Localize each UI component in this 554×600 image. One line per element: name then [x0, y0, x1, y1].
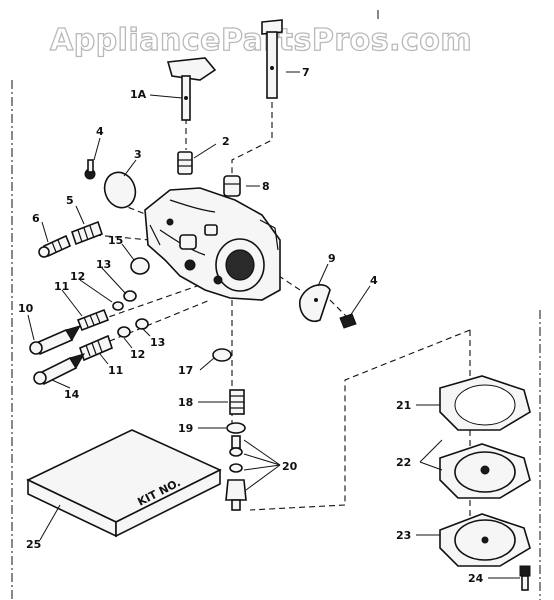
- part-10-needle-valve: [29, 325, 82, 356]
- guide-line-11: [99, 284, 201, 321]
- part-12a-o-ring: [112, 301, 124, 311]
- part-22-diaphragm: [439, 443, 531, 499]
- guide-line-7: [231, 92, 273, 180]
- part-5-spring: [70, 220, 104, 246]
- part-17-plug: [212, 348, 232, 362]
- callout-13-bottom: 13: [150, 336, 165, 349]
- callout-11-bottom: 11: [108, 364, 123, 377]
- callout-19: 19: [178, 422, 193, 435]
- part-19-seat: [226, 422, 246, 434]
- part-14-needle-valve: [33, 353, 86, 386]
- callout-11-top: 11: [54, 280, 69, 293]
- callout-23: 23: [396, 529, 411, 542]
- callout-20: 20: [282, 460, 298, 473]
- part-2-bushing: [177, 151, 193, 175]
- callout-13-top: 13: [96, 258, 111, 271]
- part-23-cover: [439, 513, 531, 567]
- part-15-plug: [130, 257, 150, 275]
- part-3-throttle-plate: [103, 171, 137, 209]
- callout-10: 10: [18, 302, 34, 315]
- kit-outline-bottom: [249, 504, 346, 511]
- callout-14: 14: [64, 388, 80, 401]
- part-12b-o-ring: [117, 326, 131, 338]
- callout-2: 2: [222, 135, 230, 148]
- callout-9: 9: [328, 252, 336, 265]
- watermark: AppliancePartsPros.com: [50, 23, 472, 58]
- part-4a-screw: [84, 159, 96, 180]
- callout-24: 24: [468, 572, 484, 585]
- callout-25: 25: [26, 538, 41, 551]
- part-1a-throttle-shaft: [166, 57, 217, 121]
- part-13b-washer: [135, 318, 149, 330]
- callout-12-bottom: 12: [130, 348, 145, 361]
- callout-18: 18: [178, 396, 193, 409]
- part-9-choke-plate: [299, 284, 331, 322]
- part-11a-spring: [76, 308, 110, 332]
- part-20-needle-seat-assembly: [225, 435, 247, 511]
- callout-12-top: 12: [70, 270, 85, 283]
- callout-4-top: 4: [96, 125, 104, 138]
- kit-outline-top: [344, 329, 471, 505]
- part-6-idle-screw: [38, 234, 72, 258]
- part-4b-screw: [339, 313, 357, 329]
- part-11b-spring: [79, 334, 113, 362]
- part-21-gasket: [439, 375, 531, 431]
- part-13a-washer: [123, 290, 137, 302]
- callout-8: 8: [262, 180, 270, 193]
- callout-15: 15: [108, 234, 123, 247]
- callout-3: 3: [134, 148, 142, 161]
- guide-line-9: [269, 269, 301, 291]
- part-8-bushing: [223, 175, 241, 197]
- callout-22: 22: [396, 456, 411, 469]
- part-7-choke-shaft: [261, 19, 283, 99]
- carburetor-body: [144, 187, 281, 301]
- callout-7: 7: [302, 66, 310, 79]
- part-18-spring: [229, 389, 245, 415]
- callout-17: 17: [178, 364, 193, 377]
- callout-1a: 1A: [130, 88, 147, 101]
- callout-labels: 1A 2 3 4 4 5 6 7 8 9 10 11 11 12 12 13 1…: [18, 66, 484, 585]
- callout-4-right: 4: [370, 274, 378, 287]
- part-25-repair-kit: KIT NO.: [26, 429, 222, 538]
- callout-6: 6: [32, 212, 40, 225]
- callout-21: 21: [396, 399, 411, 412]
- callout-5: 5: [66, 194, 74, 207]
- leader-lines: [27, 71, 520, 579]
- part-24-screw: [519, 565, 531, 591]
